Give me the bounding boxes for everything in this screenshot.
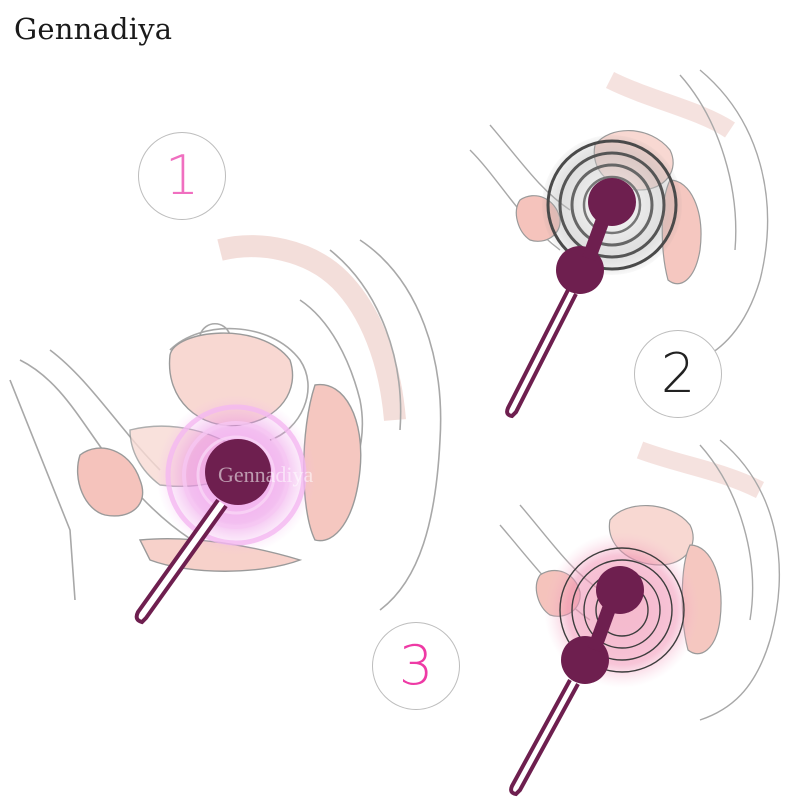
step-badge-1: 1 bbox=[138, 132, 226, 220]
anatomy-top-right bbox=[469, 69, 769, 361]
step-badge-2: 2 bbox=[634, 330, 722, 418]
kegel-ball-double-top bbox=[505, 178, 636, 419]
step-number-2: 2 bbox=[660, 342, 696, 405]
step-number-3: 3 bbox=[398, 634, 434, 697]
kegel-ball-single bbox=[134, 439, 271, 625]
step-badge-3: 3 bbox=[372, 622, 460, 710]
kegel-ball-double-bottom bbox=[509, 566, 644, 797]
step-number-1: 1 bbox=[164, 144, 200, 207]
anatomy-large bbox=[9, 235, 442, 611]
brand-logo: Gennadiya bbox=[14, 12, 173, 46]
watermark: Gennadiya bbox=[218, 462, 314, 487]
